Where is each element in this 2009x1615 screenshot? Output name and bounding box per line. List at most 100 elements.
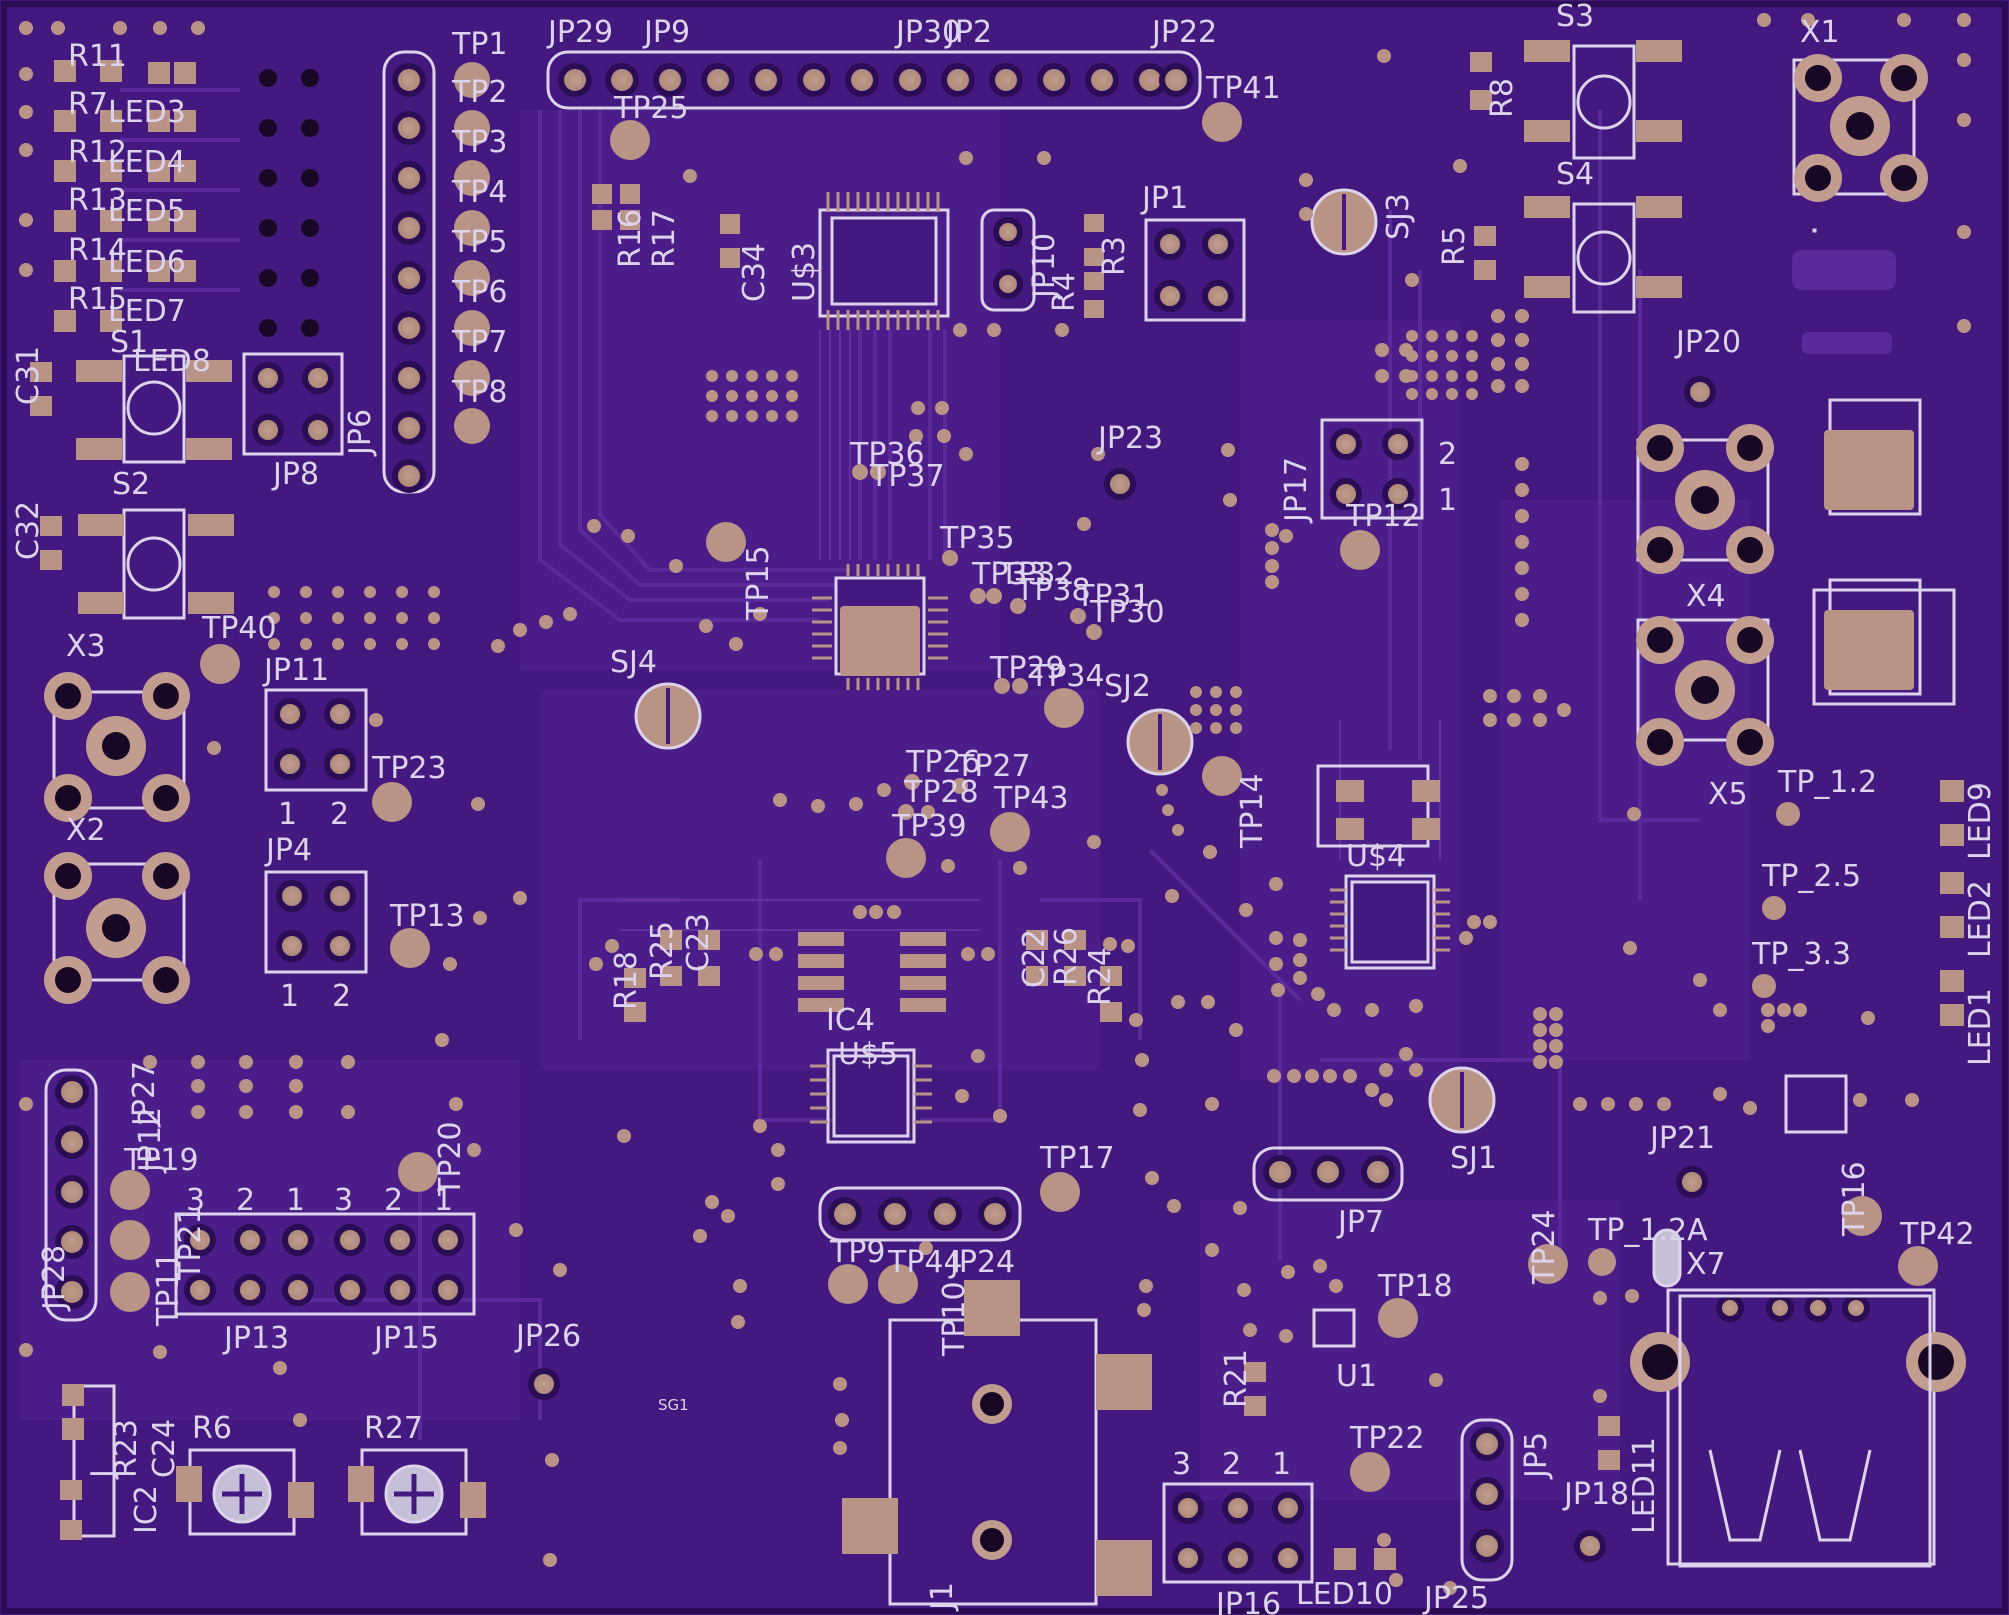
silk-label-tp23: TP23 <box>372 751 447 786</box>
silk-label-r26: R26 <box>1049 926 1084 986</box>
silk-label-tp6: TP6 <box>452 275 508 310</box>
silk-label-jp17-2: 2 <box>1438 437 1458 472</box>
silk-label-jp2: JP2 <box>946 15 993 50</box>
silk-label-r27: R27 <box>364 1411 424 1446</box>
silk-label-r12: R12 <box>68 135 128 170</box>
silk-label-tp8: TP8 <box>452 375 508 410</box>
silk-label-tp42: TP42 <box>1900 1217 1975 1252</box>
silk-label-ic4: IC4 <box>826 1003 875 1038</box>
silk-label-x1: X1 <box>1800 15 1840 50</box>
silk-label-jp1: JP1 <box>1142 181 1189 216</box>
silk-label-jp21: JP21 <box>1650 1121 1716 1156</box>
silk-label-jp22: JP22 <box>1152 15 1218 50</box>
silk-label-ic2: IC2 <box>129 1485 164 1534</box>
silk-label-c24: C24 <box>147 1418 182 1478</box>
silk-label-led2: LED2 <box>1963 880 1998 958</box>
silk-label-tp22: TP22 <box>1350 1421 1425 1456</box>
smd-pads <box>30 40 1964 1596</box>
silk-label-jp13: JP13 <box>224 1321 290 1356</box>
silk-label-tp19: TP19 <box>124 1143 199 1178</box>
silk-label-tp1: TP1 <box>452 27 508 62</box>
silk-label-sj4: SJ4 <box>610 645 657 680</box>
silk-label-tp29: TP29 <box>990 651 1065 686</box>
silk-label-jp4: JP4 <box>266 833 313 868</box>
silk-label-tp17: TP17 <box>1040 1141 1115 1176</box>
silk-label-tp7: TP7 <box>452 325 508 360</box>
silk-label-jp11-2: 2 <box>330 797 350 832</box>
silk-label-led10: LED10 <box>1296 1577 1393 1612</box>
silk-label-tp15: TP15 <box>741 545 776 620</box>
silk-label-x2: X2 <box>66 813 106 848</box>
silk-label-tp26: TP26 <box>906 745 981 780</box>
silk-label-sg1: SG1 <box>658 1396 689 1414</box>
silk-label-r3: R3 <box>1097 236 1132 276</box>
silk-label-jp9: JP9 <box>644 15 691 50</box>
silk-label-jp16-1: 1 <box>1272 1447 1292 1482</box>
silk-label-r5: R5 <box>1437 226 1472 266</box>
silk-label-jp29: JP29 <box>548 15 614 50</box>
silk-label-tp34: TP34 <box>1030 659 1105 694</box>
silk-label-r7: R7 <box>68 87 108 122</box>
silk-label-jp17-1: 1 <box>1438 483 1458 518</box>
silk-label-jp11: JP11 <box>264 653 330 688</box>
silk-label-jp30: JP30 <box>896 15 962 50</box>
silk-label-r13: R13 <box>68 183 128 218</box>
silk-label-sj1: SJ1 <box>1450 1141 1497 1176</box>
silk-label-c34: C34 <box>737 242 772 302</box>
silk-label-jp5: JP5 <box>1519 1431 1554 1478</box>
silk-label-jp4-2: 2 <box>332 979 352 1014</box>
silk-label-jr23: J <box>85 1469 120 1478</box>
silk-label-led8: LED8 <box>133 344 211 379</box>
silk-label-tp38: TP38 <box>1016 573 1091 608</box>
silk-label-led9: LED9 <box>1963 782 1998 860</box>
silk-label-s3: S3 <box>1556 0 1595 34</box>
silk-label-jp15-1: 1 <box>434 1183 454 1218</box>
silk-label-tp31: TP31 <box>1076 579 1151 614</box>
silk-label-c31: C31 <box>11 345 46 405</box>
silk-label-tp33: TP33 <box>972 557 1047 592</box>
silk-label-jp16-2: 2 <box>1222 1447 1242 1482</box>
silk-label-r14: R14 <box>68 233 128 268</box>
silk-label-tp28: TP28 <box>904 775 979 810</box>
silk-label-r16: R16 <box>613 208 648 268</box>
silk-label-s2: S2 <box>112 467 151 502</box>
silk-label-r24: R24 <box>1083 946 1118 1006</box>
silk-label-u1: U1 <box>1336 1359 1378 1394</box>
silk-label-jp16: JP16 <box>1216 1587 1282 1615</box>
silk-label-tp30: TP30 <box>1090 595 1165 630</box>
silk-label-tp14: TP14 <box>1235 773 1270 848</box>
bga-pads <box>840 606 920 676</box>
silk-label-tp25: TP25 <box>614 91 689 126</box>
traces <box>120 88 1700 1440</box>
silk-label-u-4: U$4 <box>1346 839 1407 874</box>
silk-label-tp-1-2: TP_1.2 <box>1778 765 1878 800</box>
silk-label-tp44: TP44 <box>888 1245 963 1280</box>
silk-label-jp8: JP8 <box>273 457 320 492</box>
silk-label-jp28: JP28 <box>37 1244 72 1310</box>
th-pads <box>55 63 1870 1574</box>
silk-label-tp9: TP9 <box>830 1235 886 1270</box>
silk-label-u-3: U$3 <box>787 241 822 302</box>
silk-label-tp-2-5: TP_2.5 <box>1762 859 1862 894</box>
silk-label-jp23: JP23 <box>1098 421 1164 456</box>
silk-label-r15: R15 <box>68 282 128 317</box>
silk-label-tp24: TP24 <box>1527 1209 1562 1284</box>
silk-label-jp13-1: 1 <box>286 1183 306 1218</box>
silk-label-led7: LED7 <box>108 294 186 329</box>
silk-label-r11: R11 <box>68 39 128 74</box>
switch-domes <box>126 74 1632 592</box>
silk-label-tp5: TP5 <box>452 225 508 260</box>
via-grids <box>268 330 1478 836</box>
silkscreen <box>44 44 1956 1606</box>
logo <box>1792 250 1896 354</box>
silk-label-x3: X3 <box>66 629 106 664</box>
silk-label-r4: R4 <box>1047 272 1082 312</box>
silk-label-led5: LED5 <box>108 194 186 229</box>
silk-label-led4: LED4 <box>108 145 186 180</box>
silk-label-r25: R25 <box>645 920 680 980</box>
silk-label-tp13: TP13 <box>390 899 465 934</box>
silk-label-jp4-1: 1 <box>280 979 300 1014</box>
silk-label-c23: C23 <box>681 912 716 972</box>
silk-label-tp27: TP27 <box>956 749 1031 784</box>
